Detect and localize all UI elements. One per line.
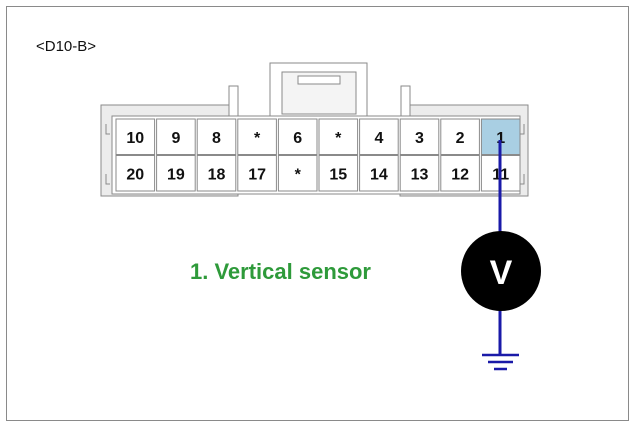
pin-label: 13 [411, 166, 429, 183]
pin-label: 4 [374, 130, 383, 147]
pin-label: 20 [126, 166, 144, 183]
pin-label: * [254, 130, 261, 147]
pin-cell-10: 10 [115, 118, 156, 155]
pin-cell-18: 18 [196, 155, 237, 192]
pin-label: 2 [456, 130, 465, 147]
pin-label: 6 [293, 130, 302, 147]
pin-label: 14 [370, 166, 388, 183]
pin-cell-unused: * [277, 155, 318, 192]
pin-label: 3 [415, 130, 424, 147]
pin-cell-2: 2 [440, 118, 480, 155]
pin-label: 17 [248, 166, 266, 183]
pin-cell-17: 17 [237, 155, 277, 192]
pin-label: 10 [126, 130, 144, 147]
pin-cell-15: 15 [318, 155, 359, 192]
pin-label: * [335, 130, 342, 147]
ground-icon [482, 353, 519, 371]
pin-cell-3: 3 [399, 118, 440, 155]
voltmeter-symbol: V [490, 254, 513, 292]
pin-label: 19 [167, 166, 185, 183]
pin-cell-14: 14 [359, 155, 399, 192]
pin-label: 1 [496, 130, 505, 147]
pin-label: * [295, 166, 302, 183]
measurement-label: 1. Vertical sensor [190, 259, 371, 284]
pin-cell-8: 8 [196, 118, 237, 155]
connector-latch [228, 62, 411, 120]
pin-cell-12: 12 [440, 155, 480, 192]
pin-cell-4: 4 [359, 118, 399, 155]
voltmeter-icon: V [461, 231, 541, 311]
pin-cell-13: 13 [399, 155, 440, 192]
pin-cell-9: 9 [156, 118, 196, 155]
pin-cell-20: 20 [115, 155, 156, 192]
pin-label: 12 [451, 166, 469, 183]
connector-id-label: <D10-B> [36, 38, 97, 55]
measurement-circuit: V [461, 140, 541, 371]
pin-cell-6: 6 [277, 118, 318, 155]
pin-cell-unused: * [237, 118, 277, 155]
pin-cell-unused: * [318, 118, 359, 155]
pin-label: 9 [171, 130, 180, 147]
pin-label: 8 [212, 130, 221, 147]
pin-label: 15 [329, 166, 347, 183]
pin-label: 18 [208, 166, 226, 183]
pin-cell-19: 19 [156, 155, 196, 192]
